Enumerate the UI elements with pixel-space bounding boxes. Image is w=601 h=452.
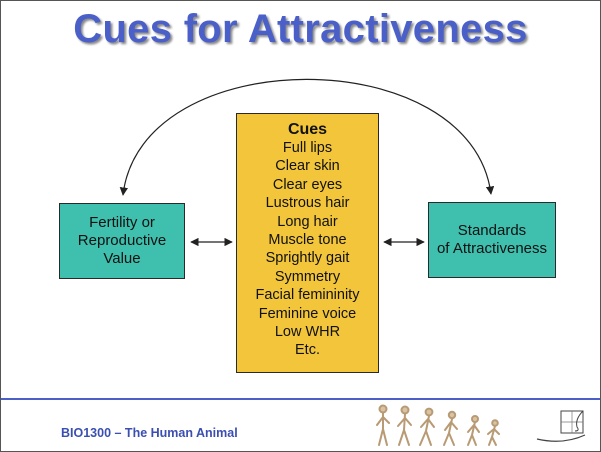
- top-arc-arrow: [119, 78, 495, 196]
- figure-2: [397, 405, 412, 446]
- footer-divider: [1, 398, 600, 400]
- cues-box: Cues Full lips Clear skin Clear eyes Lus…: [236, 113, 379, 373]
- footer-course-title: BIO1300 – The Human Animal: [61, 426, 238, 440]
- connector-arrows: [119, 78, 495, 247]
- cue-item: Full lips: [282, 140, 333, 156]
- fertility-box: Fertility or Reproductive Value: [59, 203, 185, 279]
- cue-item: Symmetry: [274, 268, 341, 285]
- human-evolution-silhouettes-icon: [376, 404, 500, 446]
- standards-box: Standards of Attractiveness: [428, 202, 556, 278]
- figure-6: [487, 419, 500, 446]
- cue-item: Feminine voice: [258, 305, 357, 322]
- figure-5: [467, 415, 480, 446]
- cue-item: Muscle tone: [268, 232, 347, 249]
- fertility-line-2: Reproductive: [77, 232, 167, 249]
- slide-title: Cues for Attractiveness: [73, 7, 528, 51]
- cue-item: Long hair: [277, 213, 338, 230]
- cue-item: Lustrous hair: [265, 195, 350, 212]
- cue-item: Facial femininity: [255, 287, 360, 304]
- standards-line-2: of Attractiveness: [436, 240, 548, 257]
- fertility-line-1: Fertility or: [89, 214, 155, 231]
- cue-item: Clear eyes: [272, 176, 343, 193]
- cue-item: Sprightly gait: [265, 250, 350, 267]
- fertility-line-3: Value: [103, 250, 141, 267]
- figure-1: [376, 404, 390, 446]
- figure-4: [443, 410, 458, 446]
- figure-3: [419, 407, 435, 446]
- cues-heading: Cues: [287, 121, 328, 138]
- cue-item: Etc.: [295, 342, 320, 359]
- cue-item: Clear skin: [275, 158, 340, 175]
- spiral-logo-icon: [536, 410, 586, 442]
- cue-item: Low WHR: [274, 324, 341, 341]
- standards-line-1: Standards: [457, 222, 527, 239]
